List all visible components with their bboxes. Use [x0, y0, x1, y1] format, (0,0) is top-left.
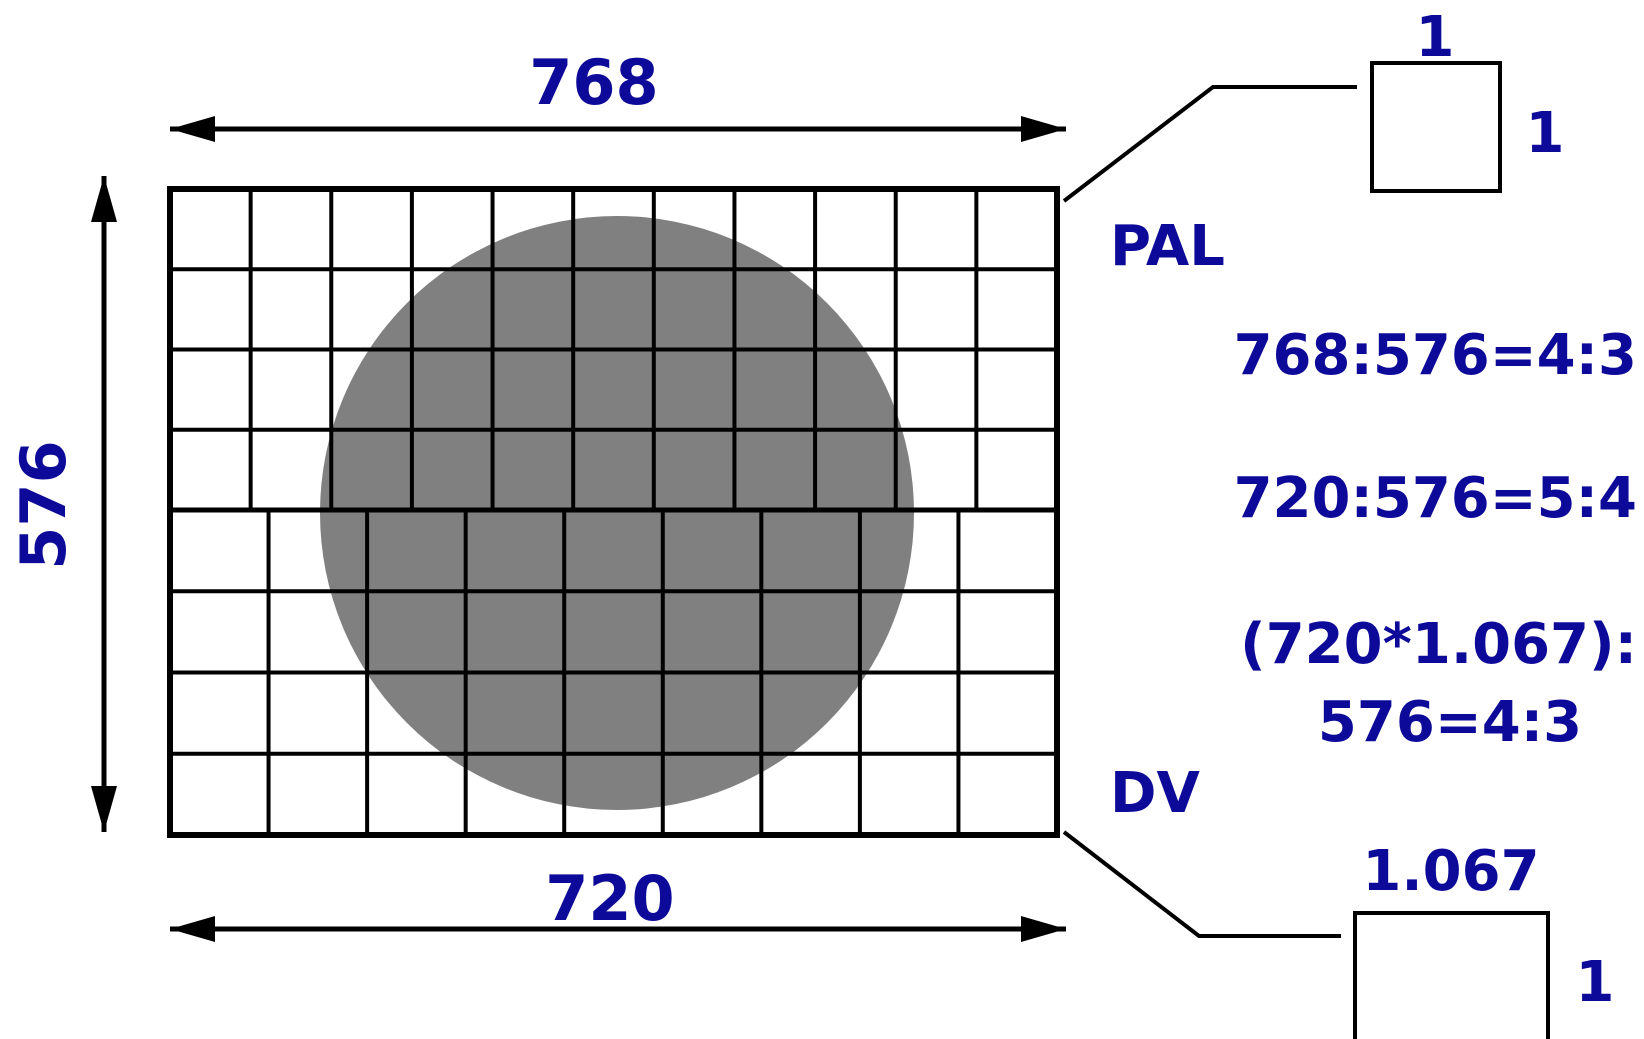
- dv-pixel-box: [1353, 911, 1550, 1039]
- pal-pixel-box: [1370, 61, 1502, 193]
- width-720-arrow: [170, 916, 1066, 942]
- height-576-arrow: [91, 176, 117, 832]
- pal-label: PAL: [1110, 214, 1225, 279]
- dv-pixel-height-label: 1: [1576, 950, 1615, 1015]
- pal-pixel-height-label: 1: [1526, 101, 1565, 166]
- width-720-label: 720: [545, 862, 674, 935]
- dv-label: DV: [1110, 761, 1200, 826]
- height-576-label: 576: [7, 440, 80, 569]
- ratio-equation-768: 768:576=4:3: [1234, 323, 1637, 388]
- dv-pixel-width-label: 1.067: [1362, 839, 1539, 904]
- ratio-equation-720: 720:576=5:4: [1234, 466, 1637, 531]
- pal-connector-line: [1062, 85, 1357, 203]
- sample-circle: [320, 216, 914, 810]
- pal-pixel-width-label: 1: [1416, 5, 1455, 70]
- dv-connector-line: [1062, 830, 1341, 938]
- ratio-equation-corrected-line1: (720*1.067):: [1240, 612, 1637, 677]
- pixel-grid: [167, 186, 1060, 838]
- grid-frame: [167, 186, 1060, 838]
- ratio-equation-corrected-line2: 576=4:3: [1318, 690, 1582, 755]
- width-768-label: 768: [529, 46, 658, 119]
- width-768-arrow: [170, 116, 1066, 142]
